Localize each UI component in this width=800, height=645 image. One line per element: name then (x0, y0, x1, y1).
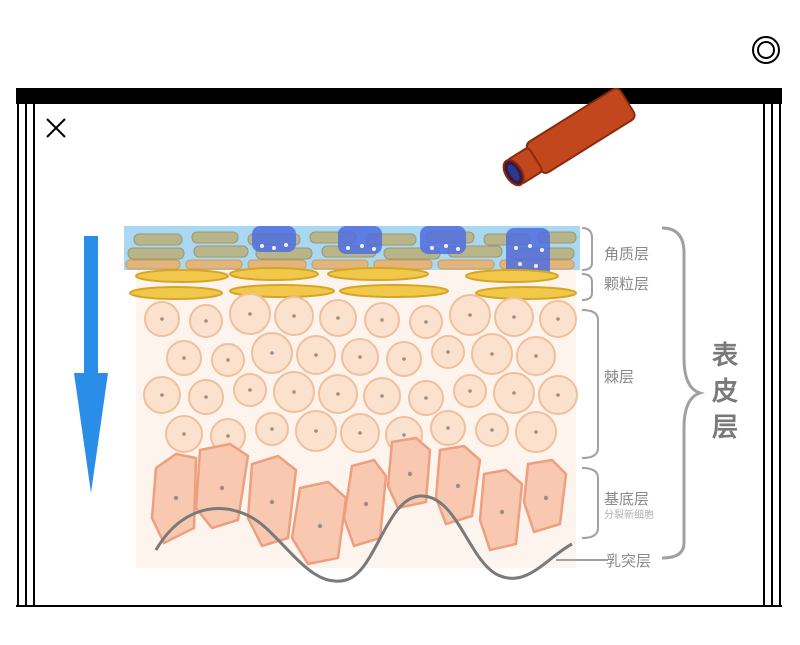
target-icon[interactable] (750, 34, 782, 66)
epidermis-brace (661, 226, 706, 560)
cell-nucleus (226, 358, 230, 362)
cell-nucleus (336, 392, 340, 396)
dermal-papilla-line (154, 494, 573, 583)
label-stratum-basale: 基底层 (604, 490, 649, 508)
cell-nucleus (446, 350, 450, 354)
cell-nucleus (317, 523, 323, 529)
cell-nucleus (424, 396, 428, 400)
label-stratum-basale-note: 分裂新细胞 (604, 508, 654, 521)
cell-nucleus (248, 312, 252, 316)
cell-nucleus (314, 353, 318, 357)
skin-layer-diagram: 角质层 颗粒层 棘层 基底层 分裂新细胞 乳突层 表 皮 层 (16, 88, 782, 607)
cell-nucleus (424, 320, 428, 324)
cell-nucleus (512, 391, 516, 395)
cell-nucleus (402, 357, 406, 361)
cell-nucleus (499, 509, 505, 515)
cell-nucleus (556, 393, 560, 397)
cell-nucleus (248, 388, 252, 392)
cell-nucleus (226, 434, 230, 438)
cell-nucleus (468, 389, 472, 393)
cell-nucleus (336, 316, 340, 320)
cell-nucleus (204, 319, 208, 323)
label-dermal-papilla: 乳突层 (606, 552, 651, 570)
cell-nucleus (380, 318, 384, 322)
cell-nucleus (219, 485, 225, 491)
viewer-frame (16, 102, 782, 607)
cell-nucleus (512, 315, 516, 319)
cell-nucleus (182, 432, 186, 436)
stratum-spinosum (143, 293, 578, 454)
label-stratum-spinosum: 棘层 (604, 368, 634, 386)
cell-nucleus (173, 495, 179, 501)
image-viewer: 角质层 颗粒层 棘层 基底层 分裂新细胞 乳突层 表 皮 层 (16, 88, 782, 608)
cell-nucleus (363, 501, 369, 507)
cell-nucleus (160, 393, 164, 397)
penetration-arrow (74, 236, 108, 493)
cell-nucleus (270, 351, 274, 355)
cell-nucleus (380, 394, 384, 398)
cell-nucleus (160, 317, 164, 321)
cell-nucleus (455, 483, 461, 489)
cell-nucleus (292, 390, 296, 394)
cell-nucleus (358, 431, 362, 435)
dropper-bottle (502, 88, 636, 187)
cell-nucleus (402, 433, 406, 437)
label-stratum-granulosum: 颗粒层 (604, 275, 649, 293)
cell-nucleus (543, 495, 549, 501)
cell-nucleus (314, 429, 318, 433)
cell-nucleus (358, 355, 362, 359)
close-icon[interactable] (42, 114, 70, 142)
cell-nucleus (182, 356, 186, 360)
cell-nucleus (490, 428, 494, 432)
cell-nucleus (556, 317, 560, 321)
viewer-top-bar (16, 88, 782, 104)
cell-nucleus (269, 499, 275, 505)
cell-nucleus (534, 430, 538, 434)
label-stratum-corneum: 角质层 (604, 245, 649, 263)
label-epidermis-2: 皮 (712, 377, 738, 407)
layer-brackets (556, 227, 608, 561)
cell-nucleus (534, 354, 538, 358)
cell-nucleus (490, 352, 494, 356)
label-epidermis-1: 表 (712, 341, 739, 371)
cell-nucleus (446, 426, 450, 430)
cell-nucleus (407, 471, 413, 477)
cell-nucleus (204, 395, 208, 399)
label-epidermis-3: 层 (712, 413, 738, 443)
cell-nucleus (292, 314, 296, 318)
cell-nucleus (468, 313, 472, 317)
stratum-corneum (124, 226, 580, 278)
cell-nucleus (270, 427, 274, 431)
